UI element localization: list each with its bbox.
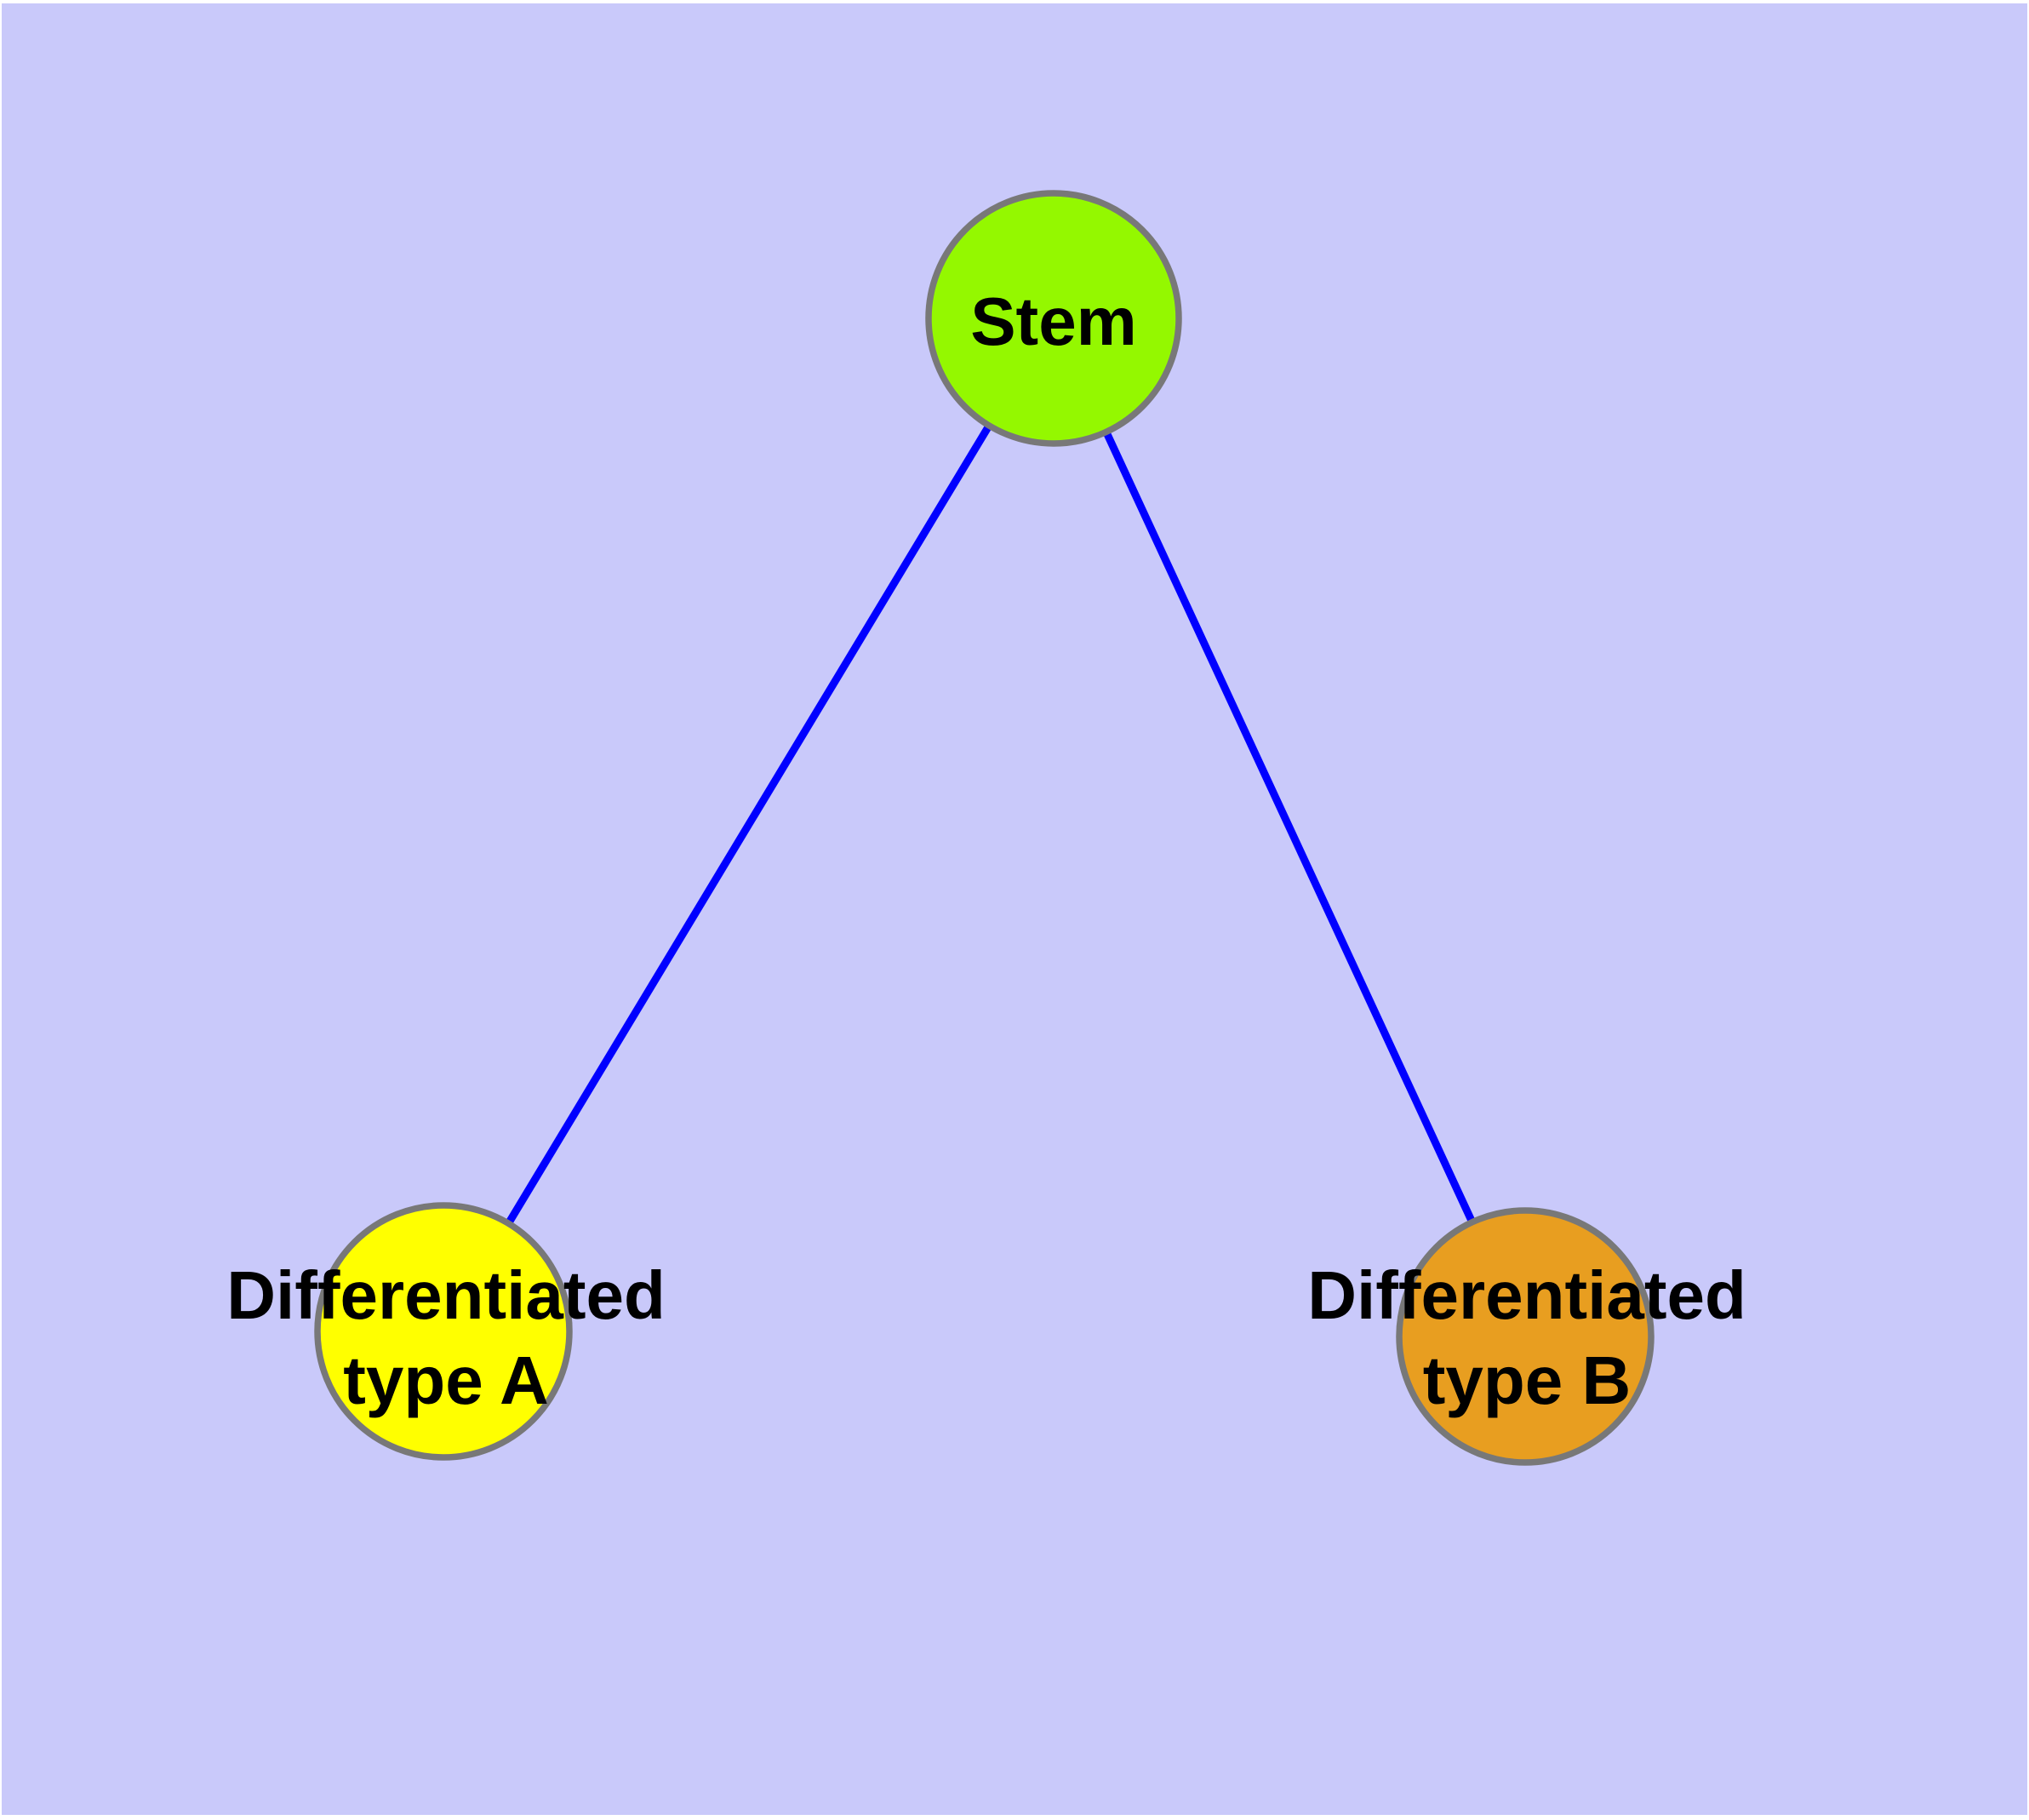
- node-differentiated-type-a-label: Differentiated type A: [226, 1257, 666, 1418]
- node-stem-label: Stem: [970, 283, 1137, 359]
- node-stem-circle: [925, 190, 1182, 447]
- node-differentiated-type-a-circle: [314, 1202, 573, 1461]
- edge-stem-to-type-b: [1049, 317, 1529, 1338]
- edge-stem-to-type-a: [440, 316, 1057, 1334]
- node-differentiated-type-b-circle: [1396, 1207, 1655, 1466]
- node-differentiated-type-b-label: Differentiated type B: [1307, 1257, 1746, 1418]
